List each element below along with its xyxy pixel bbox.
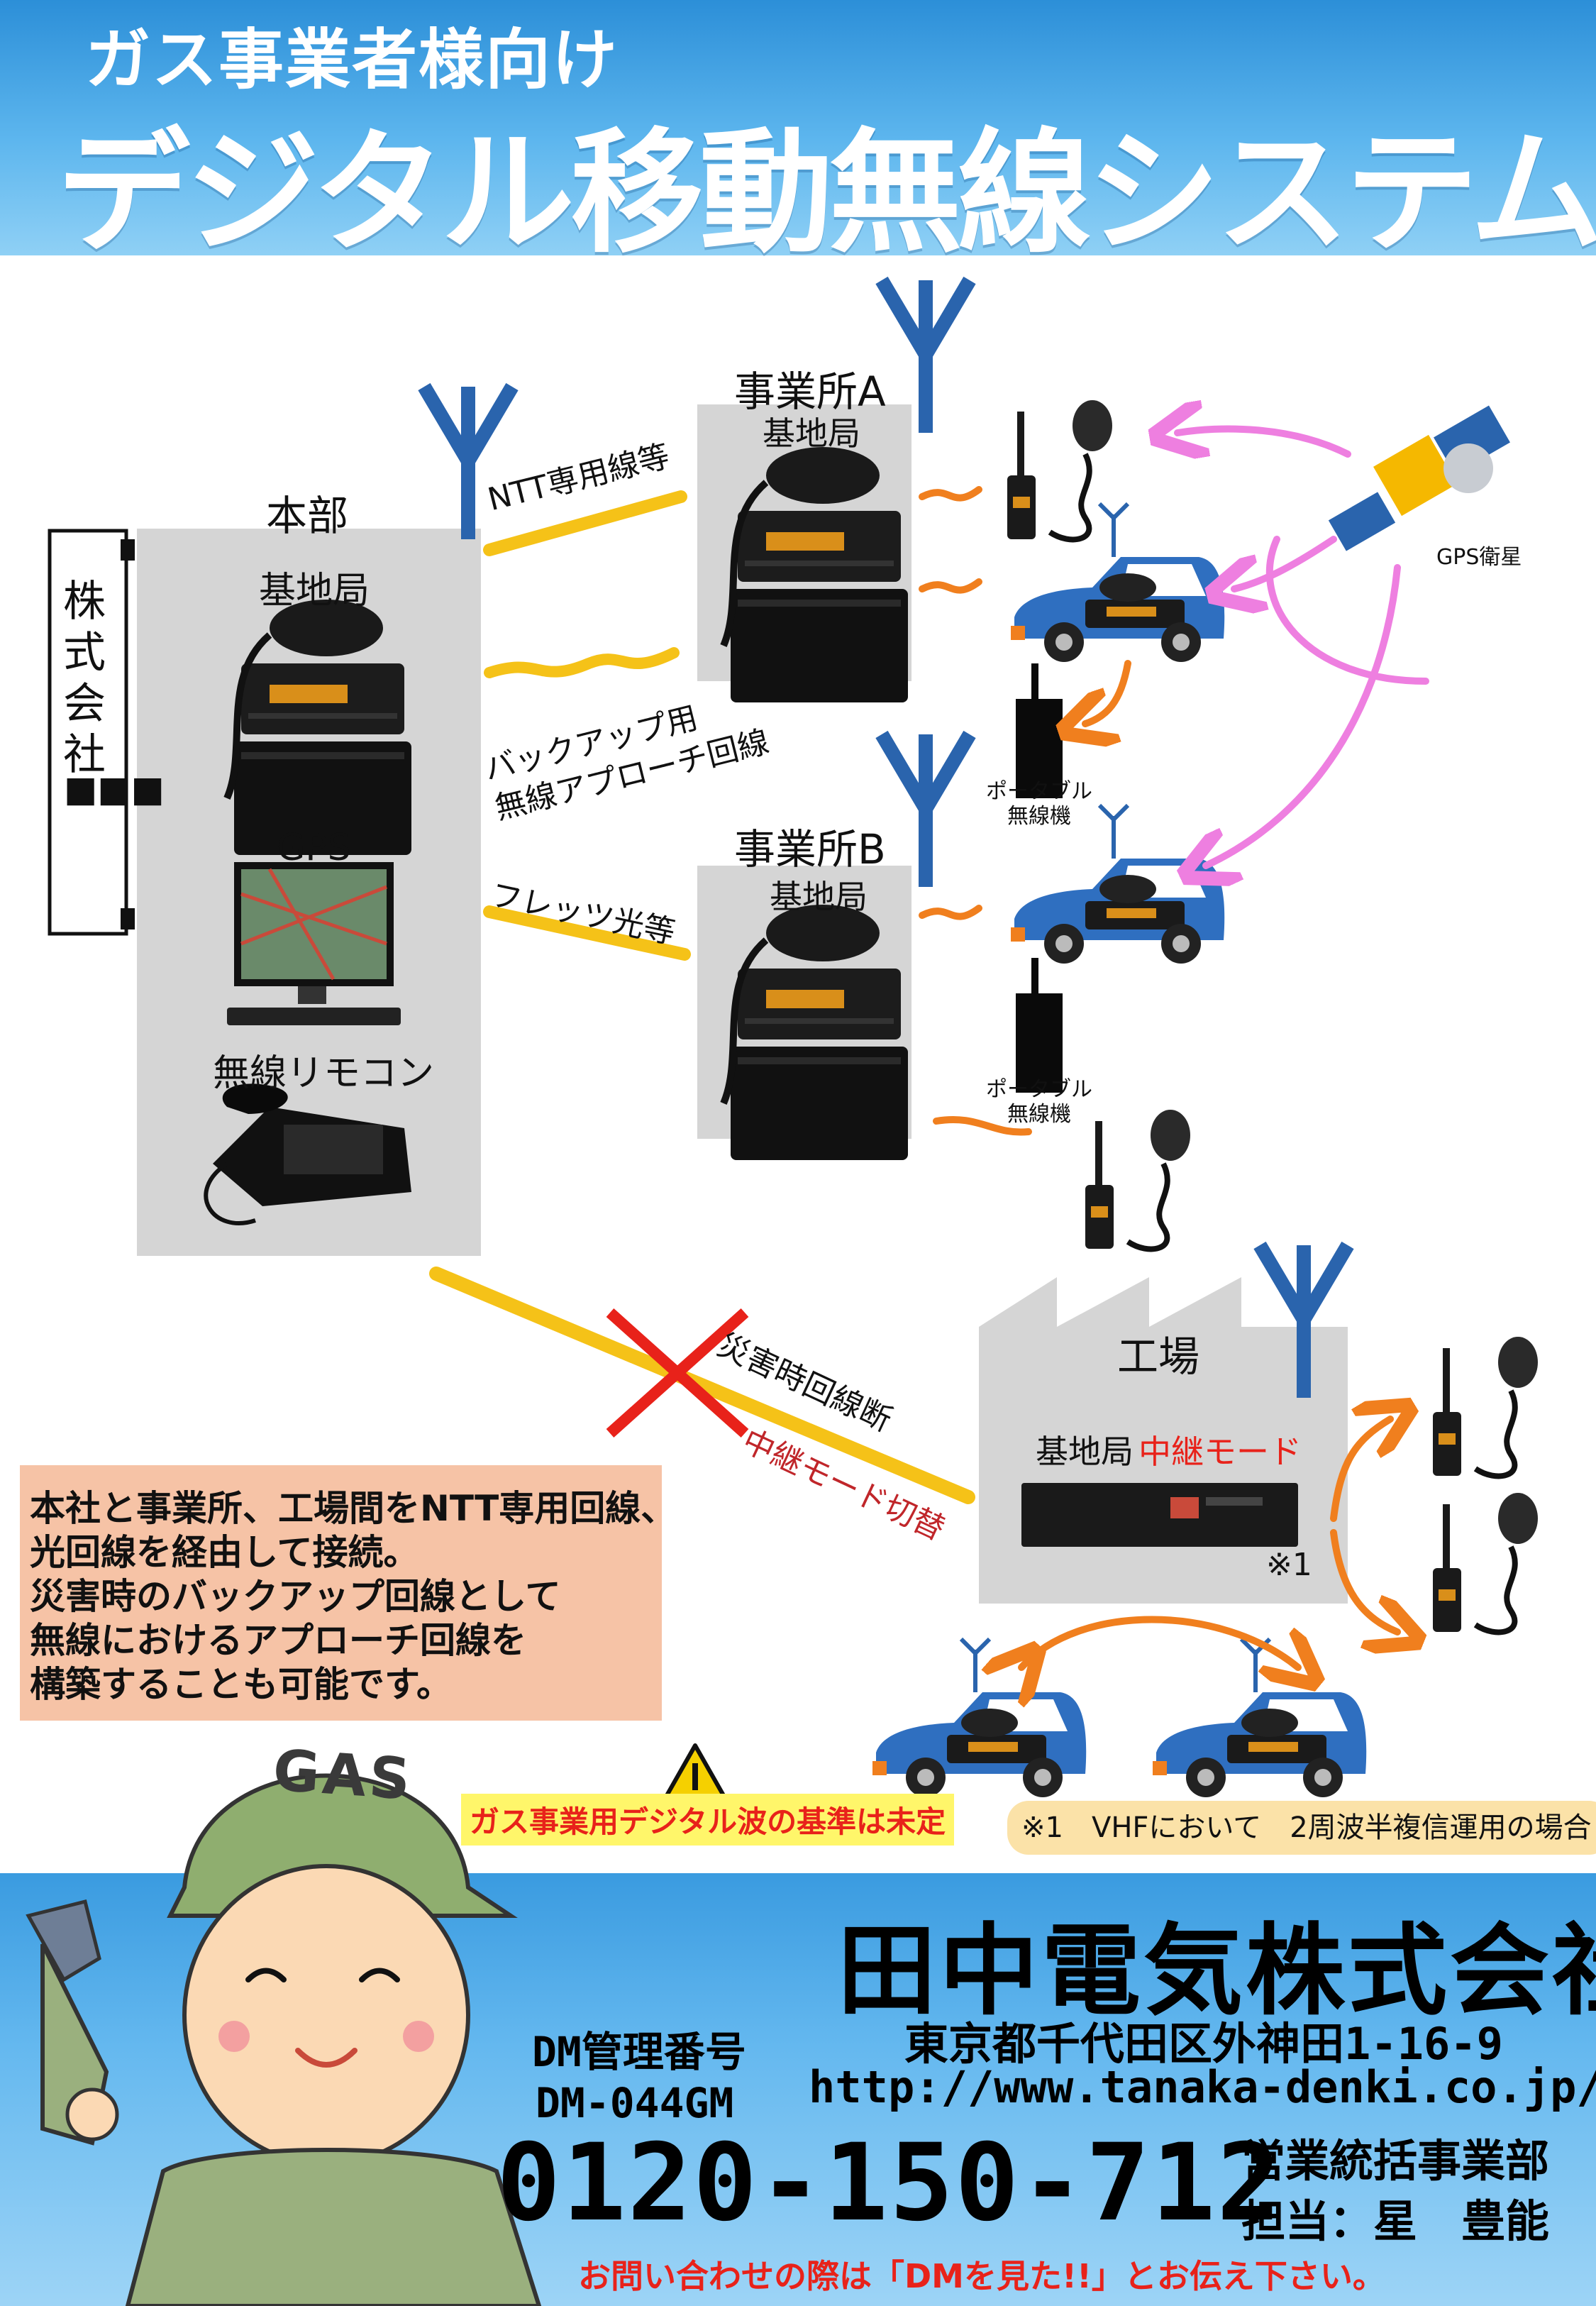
factory-line [429, 1267, 975, 1504]
handheld-factory-2 [1433, 1493, 1538, 1632]
ntt-line [483, 490, 687, 556]
company-name: 田中電気株式会社 [837, 1914, 1596, 2029]
gps-monitor [227, 862, 401, 1025]
hq-title: 本部 [266, 492, 349, 540]
header-subtitle: ガス事業者様向け [85, 22, 619, 98]
portable-a-label-2: 無線機 [1007, 804, 1071, 829]
factory-footnote-mark: ※1 [1266, 1547, 1312, 1583]
factory-base-station-label: 基地局 [1036, 1433, 1134, 1471]
company-address: 東京都千代田区外神田1-16-9 [904, 2018, 1503, 2070]
telephone [204, 1083, 411, 1225]
header-banner [0, 0, 1596, 255]
car-a [1011, 504, 1224, 662]
handheld-a [1007, 400, 1112, 539]
handheld-factory-1 [1433, 1337, 1538, 1476]
office-a-title: 事業所A [734, 368, 886, 416]
dm-label: DM管理番号 [532, 2028, 746, 2076]
portable-b-label-2: 無線機 [1007, 1102, 1071, 1127]
phone-number[interactable]: 0120-150-712 [497, 2122, 1282, 2245]
gps-arrows [1177, 429, 1429, 866]
satellite-label: GPS衛星 [1436, 545, 1522, 570]
car-factory-2 [1153, 1639, 1366, 1797]
company-url[interactable]: http://www.tanaka-denki.co.jp/ [809, 2061, 1596, 2113]
note-box [20, 1465, 662, 1721]
department: 営業統括事業部 [1241, 2135, 1550, 2187]
warning-text: ガス事業用デジタル波の基準は未定 [461, 1794, 955, 1846]
portable-b-label-1: ポータブル [986, 1077, 1092, 1102]
mascot-cap-text: GAS [270, 1737, 416, 1813]
hq-remote-label: 無線リモコン [213, 1052, 435, 1095]
footnote: ※1 VHFにおいて 2周波半複信運用の場合 [1007, 1801, 1596, 1855]
mascot-gas-worker [26, 1773, 542, 2306]
office-b-antenna [882, 734, 970, 887]
office-b-title: 事業所B [734, 825, 886, 873]
header-title: デジタル移動無線システム [57, 116, 1596, 271]
car-factory-1 [872, 1639, 1086, 1797]
signal-waves [919, 486, 1397, 1667]
portable-a-label-1: ポータブル [986, 779, 1092, 804]
call-to-action: お問い合わせの際は「DMを見た!!」とお伝え下さい。 [578, 2257, 1385, 2295]
contact-person: 担当：星 豊能 [1241, 2195, 1550, 2247]
company-box-placeholder: ■■■ [64, 766, 165, 812]
hq-base-station-label: 基地局 [259, 570, 370, 612]
handheld-b [1085, 1110, 1190, 1249]
note-text: 本社と事業所、工場間をNTT専用回線、 光回線を経由して接続。 災害時のバックア… [30, 1488, 677, 1705]
factory-title: 工場 [1117, 1333, 1200, 1381]
hq-gps-label: GPS [277, 827, 351, 869]
office-a-base-station-label: 基地局 [763, 414, 860, 453]
factory-relay-mode-label: 中継モード [1138, 1433, 1302, 1471]
dm-number: DM-044GM [536, 2079, 734, 2127]
gps-satellite [1328, 405, 1510, 551]
office-b-base-station-label: 基地局 [770, 878, 868, 916]
company-box-frame [48, 529, 128, 936]
backup-wave [484, 647, 680, 678]
company-box-label: 株式会社 [63, 577, 106, 780]
factory-relay-unit [1021, 1483, 1298, 1547]
flets-line [483, 905, 691, 961]
